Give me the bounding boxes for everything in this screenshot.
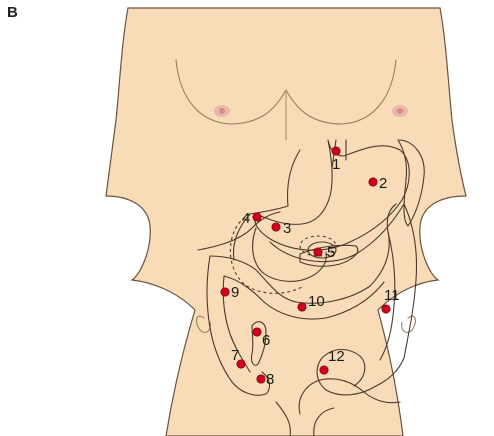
point-12-label: 12	[328, 348, 345, 365]
point-2-label: 2	[379, 175, 387, 192]
point-6-marker	[253, 328, 261, 336]
point-6-label: 6	[262, 332, 270, 349]
point-10-marker	[298, 303, 306, 311]
point-1: 1	[332, 147, 341, 173]
point-12-marker	[320, 366, 328, 374]
point-1-label: 1	[332, 156, 340, 173]
point-9-label: 9	[231, 284, 239, 301]
point-9-marker	[221, 288, 229, 296]
point-8-label: 8	[266, 371, 274, 388]
point-2-marker	[369, 178, 377, 186]
point-10-label: 10	[308, 293, 325, 310]
right-iliac-crest	[402, 316, 416, 332]
point-4-marker	[253, 213, 261, 221]
point-1-marker	[332, 147, 340, 155]
point-8-marker	[257, 375, 265, 383]
point-5-label: 5	[327, 244, 335, 261]
point-11: 11	[382, 287, 400, 313]
point-3-marker	[272, 223, 280, 231]
point-7-label: 7	[231, 347, 239, 364]
point-11-label: 11	[384, 287, 400, 304]
point-3-label: 3	[283, 220, 291, 237]
point-5-marker	[314, 248, 322, 256]
point-4-label: 4	[242, 210, 250, 227]
point-11-marker	[382, 305, 390, 313]
